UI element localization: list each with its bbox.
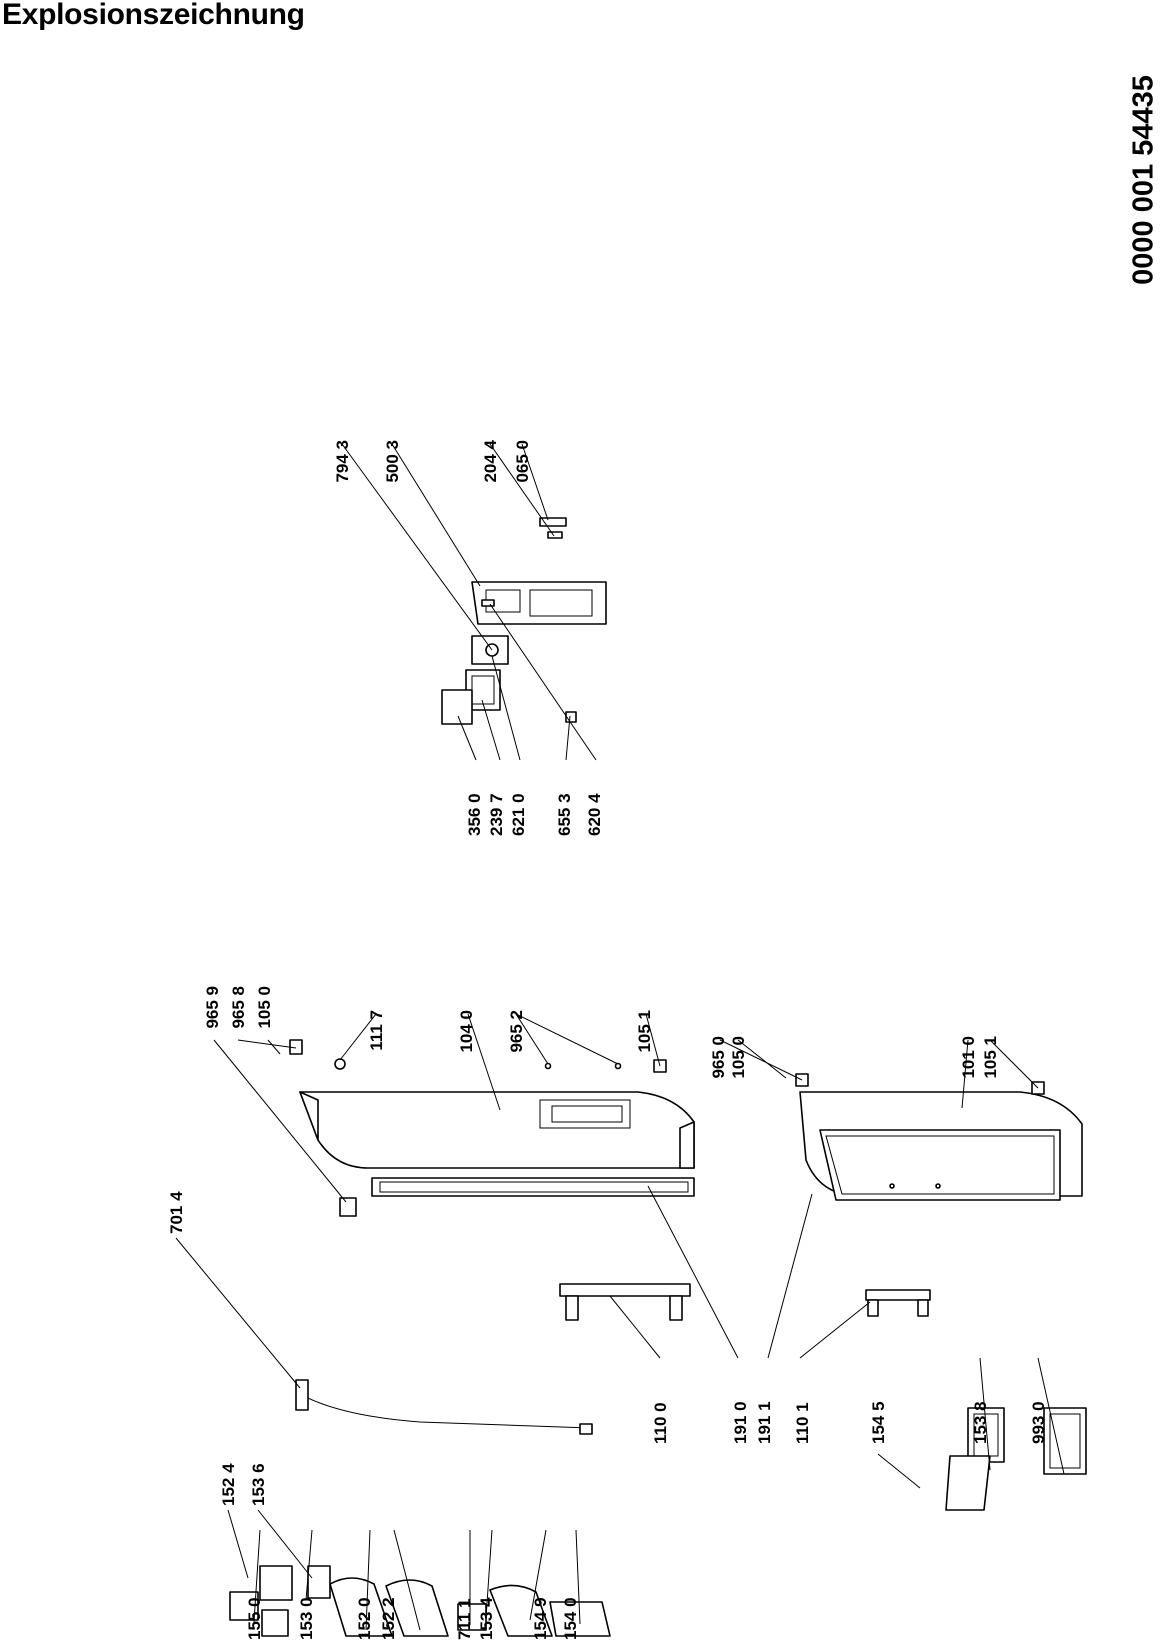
lower-door-drawing [795,1073,1083,1201]
part-label: 191 1 [755,1401,774,1444]
part-label: 101 0 [959,1036,978,1079]
part-label: 153 4 [477,1597,496,1640]
part-label: 105 1 [635,1010,654,1053]
part-labels: 155 0 153 0 152 0 152 2 711 1 153 4 154 … [167,439,1048,1640]
part-label: 154 0 [561,1597,580,1640]
part-label: 620 4 [585,793,604,836]
part-label: 155 0 [245,1597,264,1640]
part-label: 711 1 [455,1598,474,1640]
bracket-drawings [945,1407,1087,1511]
part-label: 993 0 [1029,1401,1048,1444]
part-label: 153 8 [971,1401,990,1444]
part-label: 701 4 [167,1191,186,1234]
part-label: 191 0 [731,1401,750,1444]
part-label: 965 9 [203,986,222,1029]
part-label: 621 0 [509,793,528,836]
part-label: 965 8 [229,986,248,1029]
part-label: 239 7 [487,793,506,836]
part-label: 065 0 [513,440,532,483]
part-label: 154 9 [531,1597,550,1640]
part-label: 110 1 [793,1402,812,1444]
leader-lines [175,443,1065,1631]
part-label: 152 0 [355,1597,374,1640]
page-title: Explosionszeichnung [2,0,305,31]
part-label: 105 0 [729,1036,748,1079]
part-label: 152 2 [379,1597,398,1640]
dispenser-unit-drawings [441,517,607,725]
part-label: 965 2 [507,1010,526,1053]
part-label: 655 3 [555,793,574,836]
part-label: 153 6 [249,1463,268,1506]
hinge-cable-drawing [299,1393,591,1429]
upper-door-drawing [289,1039,695,1217]
handle-drawings [559,1283,931,1321]
part-drawings [229,517,1087,1637]
part-label: 356 0 [465,793,484,836]
part-label: 965 0 [709,1036,728,1079]
part-label: 110 0 [651,1402,670,1444]
part-label: 153 0 [297,1597,316,1640]
door-bin-drawings [229,1565,611,1637]
part-label: 105 0 [255,986,274,1029]
part-label: 154 5 [869,1401,888,1444]
part-label: 111 7 [367,1010,386,1051]
part-label: 152 4 [219,1463,238,1506]
part-label: 104 0 [457,1010,476,1053]
part-label: 794 3 [333,440,352,483]
part-label: 105 1 [981,1036,1000,1079]
part-label: 204 4 [481,439,500,482]
part-label: 500 3 [383,440,402,483]
